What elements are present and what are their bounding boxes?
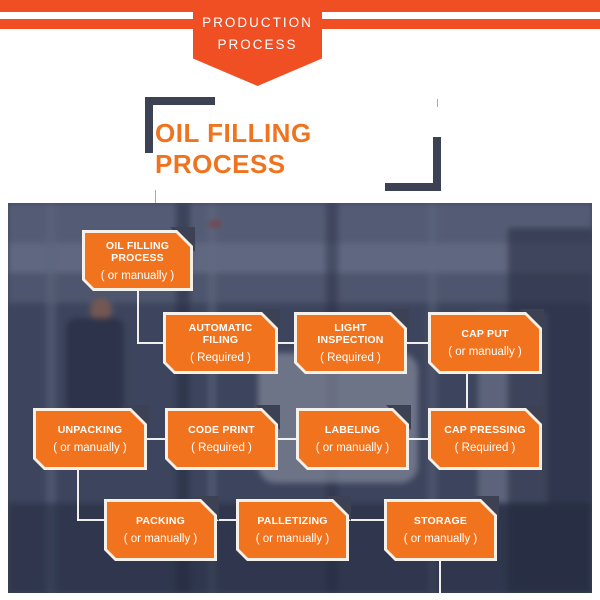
node-sub-label: ( or manually ) [315,442,390,454]
flow-node-palletizing: PALLETIZING ( or manually ) [236,496,351,561]
node-sub-label: ( or manually ) [100,269,175,282]
flow-node-code-print: CODE PRINT ( Required ) [165,405,280,470]
node-label: CODE PRINT [188,424,255,436]
connector [146,438,166,440]
connector [77,519,105,521]
flow-node-oil-filling-process: OIL FILLING PROCESS ( or manually ) [82,227,195,291]
node-sub-label: ( Required ) [190,352,251,364]
node-label: LABELING [324,424,381,436]
flow-node-labeling: LABELING ( or manually ) [296,405,411,470]
node-face: AUTOMATIC FILING ( Required ) [166,315,275,371]
node-sub-label: ( or manually ) [255,533,330,545]
node-label: CAP PUT [461,328,509,340]
node-face: STORAGE ( or manually ) [387,502,494,558]
node-face: OIL FILLING PROCESS ( or manually ) [85,233,190,288]
connector [439,561,441,593]
photo-shape [208,203,216,593]
photo-person-shape [90,298,112,322]
flow-node-packing: PACKING ( or manually ) [104,496,219,561]
node-sub-label: ( Required ) [320,352,381,364]
flow-node-cap-put: CAP PUT ( or manually ) [428,309,544,374]
title-bracket-bottom-right-vertical [433,137,441,191]
badge-line-1: PRODUCTION [202,15,313,31]
badge-line-2: PROCESS [217,37,298,52]
node-face: PACKING ( or manually ) [107,502,214,558]
connector [277,438,297,440]
connector [348,519,385,521]
title-bracket-top-left-vertical [145,97,153,153]
node-sub-label: ( Required ) [454,442,516,454]
node-sub-label: ( or manually ) [448,346,522,358]
node-face: LABELING ( or manually ) [299,411,406,467]
connector [77,469,79,521]
node-label: AUTOMATIC FILING [188,322,253,346]
title-bracket-bottom-right-horizontal [385,183,441,191]
connector [466,374,468,409]
photo-person-shape [66,318,124,413]
connector [277,342,295,344]
connector [137,291,139,344]
flow-node-storage: STORAGE ( or manually ) [384,496,499,561]
connector [408,438,429,440]
node-sub-label: ( or manually ) [403,533,478,545]
photo-shape [46,203,56,593]
flow-node-unpacking: UNPACKING ( or manually ) [33,405,149,470]
photo-shape [210,221,220,227]
node-face: LIGHT INSPECTION ( Required ) [297,315,404,371]
node-label: CAP PRESSING [444,424,526,436]
node-label: PACKING [135,515,186,527]
node-face: CAP PUT ( or manually ) [431,315,539,371]
node-label: LIGHT INSPECTION [317,322,384,346]
flow-node-cap-pressing: CAP PRESSING ( Required ) [428,405,544,470]
production-process-badge: PRODUCTION PROCESS [193,0,322,86]
node-face: CODE PRINT ( Required ) [168,411,275,467]
flow-node-automatic-filing: AUTOMATIC FILING ( Required ) [163,309,280,374]
page-title: OIL FILLING PROCESS [155,117,312,179]
photo-shape [428,203,437,593]
node-label: OIL FILLING PROCESS [105,239,170,264]
node-sub-label: ( or manually ) [123,533,198,545]
node-face: CAP PRESSING ( Required ) [431,411,539,467]
node-sub-label: ( Required ) [191,442,252,454]
flow-node-light-inspection: LIGHT INSPECTION ( Required ) [294,309,409,374]
title-box: OIL FILLING PROCESS [155,107,438,190]
connector [406,342,429,344]
connector [137,342,164,344]
title-bracket-top-left-horizontal [145,97,215,105]
node-label: STORAGE [413,515,468,527]
node-label: UNPACKING [57,424,123,436]
node-label: PALLETIZING [257,515,328,527]
photo-shape [176,203,190,593]
node-sub-label: ( or manually ) [53,442,127,454]
node-face: UNPACKING ( or manually ) [36,411,144,467]
node-face: PALLETIZING ( or manually ) [239,502,346,558]
connector [216,519,237,521]
